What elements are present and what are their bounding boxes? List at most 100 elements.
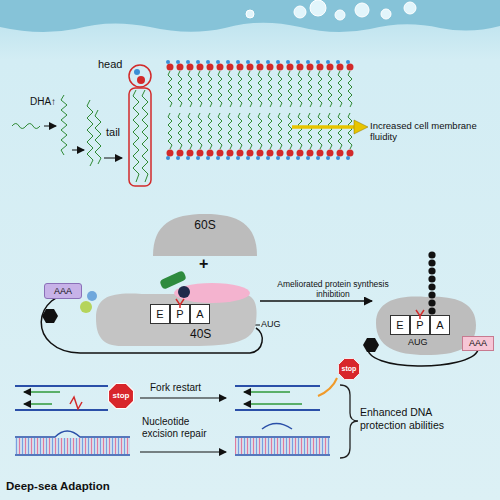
process-arrow [140, 451, 226, 452]
node-text: E [156, 308, 163, 321]
process-label: Nucleotide excision repair [142, 416, 226, 440]
bubble [355, 3, 369, 17]
dna-lesion [70, 397, 82, 409]
dna-strand [15, 431, 130, 437]
polypeptide-bead [428, 299, 435, 306]
bubble [335, 10, 345, 20]
dna-strand [15, 454, 130, 456]
parental-strand [235, 385, 320, 387]
dna-duplex [15, 438, 130, 454]
initiation-factor [178, 286, 190, 298]
cap-structure [42, 309, 58, 323]
polypeptide-bead [428, 267, 435, 274]
fatty-acid-chain [95, 110, 101, 164]
step-arrow [104, 158, 122, 159]
node-shape [153, 214, 257, 256]
process-label: Fork restart [150, 382, 201, 394]
codon-label: AUG [261, 319, 281, 330]
figure-title: Deep-sea Adaption [6, 480, 110, 494]
trna-site: A [190, 304, 210, 324]
polypeptide-bead [428, 283, 435, 290]
node-text: P [176, 308, 183, 321]
trna-mark [416, 310, 424, 319]
trna-site: A [430, 315, 450, 335]
lipid-head [137, 76, 145, 84]
outcome-text: Increased cell membrane fluidity [370, 120, 498, 143]
part-label: head [98, 58, 122, 71]
molecule-label: DHA↑ [30, 96, 56, 108]
polya-tail: AAA [462, 336, 494, 351]
node-shape [376, 297, 476, 355]
yellow-arrow-head [354, 120, 368, 134]
process-arrow [140, 397, 226, 398]
initiation-factor [174, 283, 250, 303]
binding-protein [80, 301, 92, 313]
nascent-strand [244, 391, 290, 393]
lipid-bilayer [165, 60, 355, 160]
polypeptide-bead [428, 307, 435, 314]
edge-label: Ameliorated protein synthesis inhibition [266, 279, 400, 299]
trna-site: E [150, 304, 170, 324]
cap-structure [363, 338, 379, 352]
bracket [340, 385, 358, 458]
fatty-acid-chain [61, 95, 67, 155]
excised-fragment [262, 424, 292, 430]
bubble [246, 10, 254, 18]
node-text: AUG [408, 337, 428, 347]
bubble [404, 2, 416, 14]
stop-sign: stop [108, 383, 134, 409]
part-label: tail [106, 126, 120, 139]
bubble [294, 6, 306, 18]
head-highlight [129, 65, 151, 87]
node-text: 40S [190, 328, 211, 342]
node-text: E [396, 319, 403, 332]
bypass-arrow [318, 378, 337, 396]
dna-strand [235, 436, 330, 438]
fatty-acid-chain [12, 124, 40, 129]
node-shape [338, 358, 359, 379]
bubble [381, 9, 391, 19]
polypeptide-bead [428, 259, 435, 266]
polypeptide-bead [428, 251, 435, 258]
water-surface [0, 0, 500, 32]
parental-strand [15, 385, 108, 387]
node-text: stop [342, 365, 357, 373]
ribosome-subunit: 60S [150, 212, 260, 257]
nascent-strand [244, 403, 302, 405]
lipid-tail [142, 90, 148, 182]
nascent-strand [24, 391, 60, 393]
yellow-arrow [292, 125, 356, 129]
node-text: AAA [469, 338, 487, 348]
node-text: P [416, 319, 423, 332]
node-shape [96, 294, 257, 346]
lipid-tail [133, 90, 139, 182]
node-text: stop [113, 391, 130, 400]
parental-strand [235, 409, 320, 411]
parental-strand [15, 409, 108, 411]
step-arrow [44, 126, 56, 127]
node-text: A [436, 319, 443, 332]
step-arrow [72, 150, 84, 151]
node-text: AAA [54, 286, 72, 296]
nascent-strand [24, 403, 52, 405]
polypeptide-bead [428, 275, 435, 282]
binding-protein [87, 291, 97, 301]
polypeptide-bead [428, 291, 435, 298]
node-text: A [196, 308, 203, 321]
trna-site: E [390, 315, 410, 335]
plus-sign: + [199, 254, 208, 273]
lipid-head-group [134, 69, 140, 75]
stop-sign: stop [338, 358, 360, 380]
node-shape [109, 384, 134, 409]
dna-duplex [235, 438, 330, 454]
polya-tail: AAA [44, 283, 82, 299]
dna-strand [235, 454, 330, 456]
connector-arrow [260, 300, 372, 302]
tail-highlight [129, 88, 151, 186]
outcome-text: Enhanced DNA protection abilities [360, 406, 472, 431]
fatty-acid-chain [87, 100, 93, 166]
bubble [310, 0, 326, 16]
trna-mark [176, 299, 184, 308]
